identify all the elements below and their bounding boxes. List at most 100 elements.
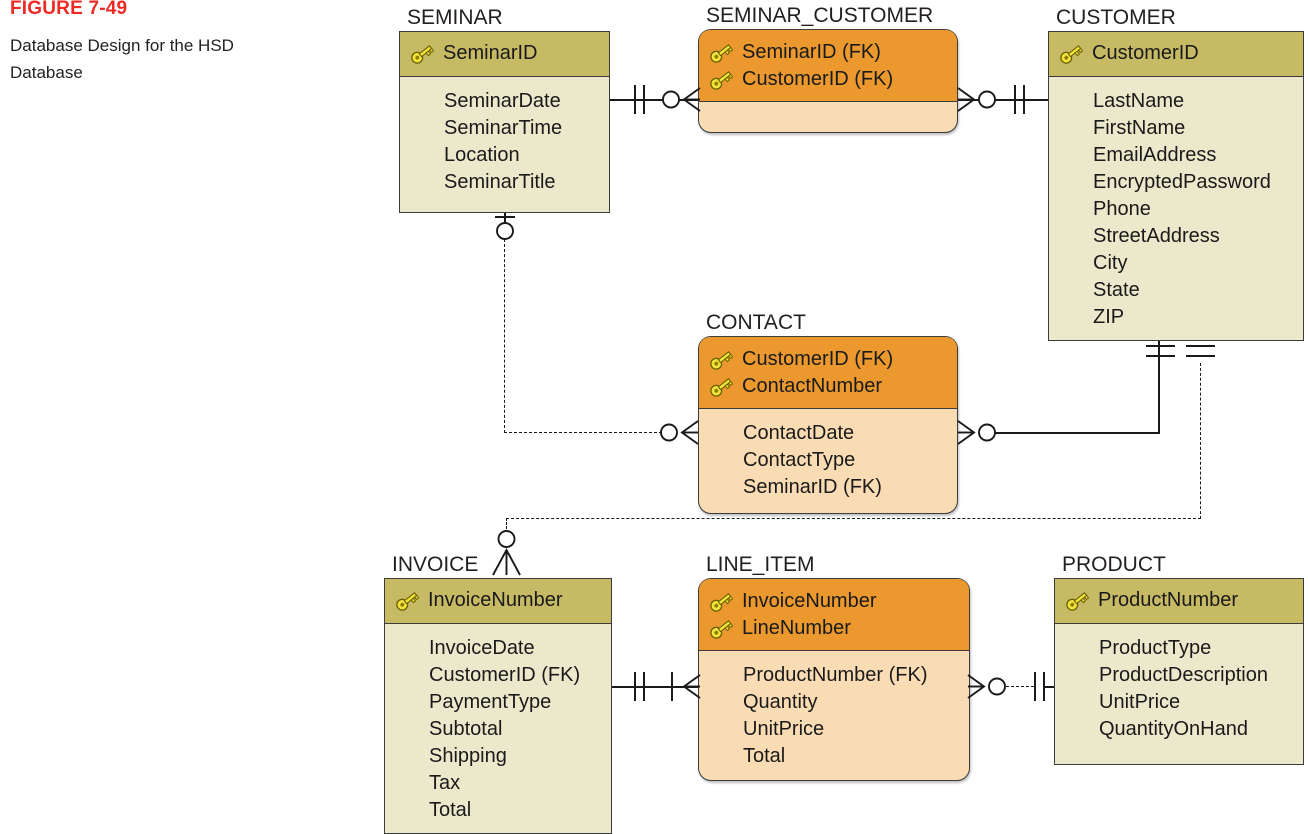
key-section-product: ProductNumber bbox=[1055, 579, 1303, 624]
attribute-label: ContactDate bbox=[743, 422, 855, 444]
entity-title-line-item: LINE_ITEM bbox=[706, 553, 815, 576]
key-attribute-row: ContactNumber bbox=[699, 373, 957, 400]
entity-product[interactable]: PRODUCT ProductNumber ProductType Produc… bbox=[1054, 553, 1304, 765]
key-section-invoice: InvoiceNumber bbox=[385, 579, 611, 624]
attribute-row: InvoiceDate bbox=[385, 635, 611, 662]
key-icon bbox=[708, 591, 734, 613]
attribute-label: SeminarDate bbox=[444, 90, 561, 112]
attribute-row: ProductType bbox=[1055, 635, 1303, 662]
key-attribute-label: CustomerID bbox=[1092, 42, 1199, 64]
entity-body-seminar-customer: SeminarID (FK) CustomerID (FK) bbox=[698, 29, 958, 133]
cardinality-zero-or-more-line-item-right bbox=[967, 674, 1006, 699]
attribute-row: State bbox=[1049, 277, 1303, 304]
attribute-row: UnitPrice bbox=[1055, 689, 1303, 716]
key-icon bbox=[708, 42, 734, 64]
attribute-row: ProductNumber (FK) bbox=[699, 662, 969, 689]
key-icon bbox=[708, 376, 734, 398]
attribute-row: StreetAddress bbox=[1049, 223, 1303, 250]
attribute-row: ProductDescription bbox=[1055, 662, 1303, 689]
entity-title-product: PRODUCT bbox=[1062, 553, 1166, 576]
attribute-label: State bbox=[1093, 279, 1140, 301]
attribute-label: QuantityOnHand bbox=[1099, 718, 1248, 740]
attribute-label: UnitPrice bbox=[743, 718, 825, 740]
attribute-label: SeminarID (FK) bbox=[743, 476, 882, 498]
cardinality-exactly-one-customer-invoice bbox=[1186, 345, 1215, 357]
entity-title-seminar: SEMINAR bbox=[407, 6, 503, 29]
key-attribute-label: CustomerID (FK) bbox=[742, 68, 894, 90]
attribute-label: UnitPrice bbox=[1099, 691, 1181, 713]
key-attribute-row: CustomerID bbox=[1049, 40, 1303, 67]
key-attribute-row: LineNumber bbox=[699, 615, 969, 642]
figure-caption: Database Design for the HSD Database bbox=[10, 36, 234, 82]
attribute-label: ProductType bbox=[1099, 637, 1212, 659]
key-section-contact: CustomerID (FK) ContactNumber bbox=[699, 337, 957, 409]
attribute-label: Shipping bbox=[429, 745, 507, 767]
attribute-row: QuantityOnHand bbox=[1055, 716, 1303, 743]
attribute-row: EmailAddress bbox=[1049, 142, 1303, 169]
entity-line-item[interactable]: LINE_ITEM InvoiceNumber LineNumber Produ bbox=[698, 553, 970, 781]
cardinality-zero-or-more-seminar-customer-right bbox=[957, 87, 996, 112]
key-attribute-label: ContactNumber bbox=[742, 375, 883, 397]
entity-contact[interactable]: CONTACT CustomerID (FK) ContactNumber Co bbox=[698, 311, 958, 514]
entity-invoice[interactable]: INVOICE InvoiceNumber InvoiceDate Custom… bbox=[384, 553, 612, 834]
attribute-row: EncryptedPassword bbox=[1049, 169, 1303, 196]
key-icon bbox=[708, 349, 734, 371]
cardinality-zero-or-more-seminar-customer bbox=[662, 87, 701, 112]
entity-body-line-item: InvoiceNumber LineNumber ProductNumber (… bbox=[698, 578, 970, 781]
entity-body-customer: CustomerID LastName FirstName EmailAddre… bbox=[1048, 31, 1304, 341]
attribute-row: ContactType bbox=[699, 447, 957, 474]
entity-seminar-customer[interactable]: SEMINAR_CUSTOMER SeminarID (FK) Customer… bbox=[698, 4, 958, 133]
attribute-row: Location bbox=[400, 142, 609, 169]
attribute-row: Phone bbox=[1049, 196, 1303, 223]
attribute-row: Total bbox=[699, 743, 969, 770]
relationship-line-contact-customer-horizontal bbox=[992, 432, 1160, 434]
entity-seminar[interactable]: SEMINAR SeminarID SeminarDate SeminarTim… bbox=[399, 6, 610, 213]
attribute-section-customer: LastName FirstName EmailAddress Encrypte… bbox=[1049, 77, 1303, 341]
attribute-label: Tax bbox=[429, 772, 461, 794]
cardinality-zero-or-more-invoice bbox=[492, 530, 521, 576]
attribute-row: LastName bbox=[1049, 88, 1303, 115]
attribute-row: SeminarDate bbox=[400, 88, 609, 115]
key-section-seminar: SeminarID bbox=[400, 32, 609, 77]
attribute-label: ProductNumber (FK) bbox=[743, 664, 928, 686]
key-icon bbox=[1058, 43, 1084, 65]
entity-body-seminar: SeminarID SeminarDate SeminarTime Locati… bbox=[399, 31, 610, 213]
key-section-line-item: InvoiceNumber LineNumber bbox=[699, 579, 969, 651]
entity-customer[interactable]: CUSTOMER CustomerID LastName FirstName E… bbox=[1048, 6, 1304, 341]
attribute-label: Location bbox=[444, 144, 520, 166]
attribute-label: Total bbox=[429, 799, 472, 821]
attribute-row: Quantity bbox=[699, 689, 969, 716]
key-section-seminar-customer: SeminarID (FK) CustomerID (FK) bbox=[699, 30, 957, 102]
attribute-label: EncryptedPassword bbox=[1093, 171, 1271, 193]
attribute-section-product: ProductType ProductDescription UnitPrice… bbox=[1055, 624, 1303, 764]
relationship-line-contact-customer-vertical bbox=[1158, 341, 1160, 433]
attribute-row: CustomerID (FK) bbox=[385, 662, 611, 689]
attribute-label: FirstName bbox=[1093, 117, 1186, 139]
cardinality-one-or-more-line-item bbox=[671, 672, 701, 701]
cardinality-exactly-one-customer-contact bbox=[1146, 345, 1175, 357]
attribute-row: Total bbox=[385, 797, 611, 824]
attribute-row: PaymentType bbox=[385, 689, 611, 716]
entity-body-invoice: InvoiceNumber InvoiceDate CustomerID (FK… bbox=[384, 578, 612, 834]
key-attribute-label: CustomerID (FK) bbox=[742, 348, 894, 370]
attribute-label: EmailAddress bbox=[1093, 144, 1217, 166]
relationship-line-customer-invoice-dash-horizontal bbox=[506, 518, 1201, 519]
key-icon bbox=[708, 618, 734, 640]
cardinality-exactly-one-customer bbox=[1014, 85, 1025, 114]
attribute-label: LastName bbox=[1093, 90, 1185, 112]
attribute-label: SeminarTime bbox=[444, 117, 563, 139]
entity-title-customer: CUSTOMER bbox=[1056, 6, 1176, 29]
relationship-line-invoice-line-item bbox=[612, 686, 698, 688]
relationship-line-seminar-contact-dash-vertical bbox=[504, 239, 505, 433]
cardinality-zero-or-more-contact-left bbox=[660, 420, 699, 445]
attribute-label: ProductDescription bbox=[1099, 664, 1268, 686]
attribute-label: Subtotal bbox=[429, 718, 503, 740]
entity-title-seminar-customer: SEMINAR_CUSTOMER bbox=[706, 4, 934, 27]
cardinality-zero-or-more-contact-right bbox=[957, 420, 996, 445]
attribute-section-seminar-customer bbox=[699, 102, 957, 132]
key-attribute-label: SeminarID bbox=[443, 42, 538, 64]
relationship-line-product-stub bbox=[1044, 686, 1054, 688]
key-icon bbox=[1064, 590, 1090, 612]
key-attribute-row: SeminarID bbox=[400, 40, 609, 67]
attribute-section-seminar: SeminarDate SeminarTime Location Seminar… bbox=[400, 77, 609, 212]
